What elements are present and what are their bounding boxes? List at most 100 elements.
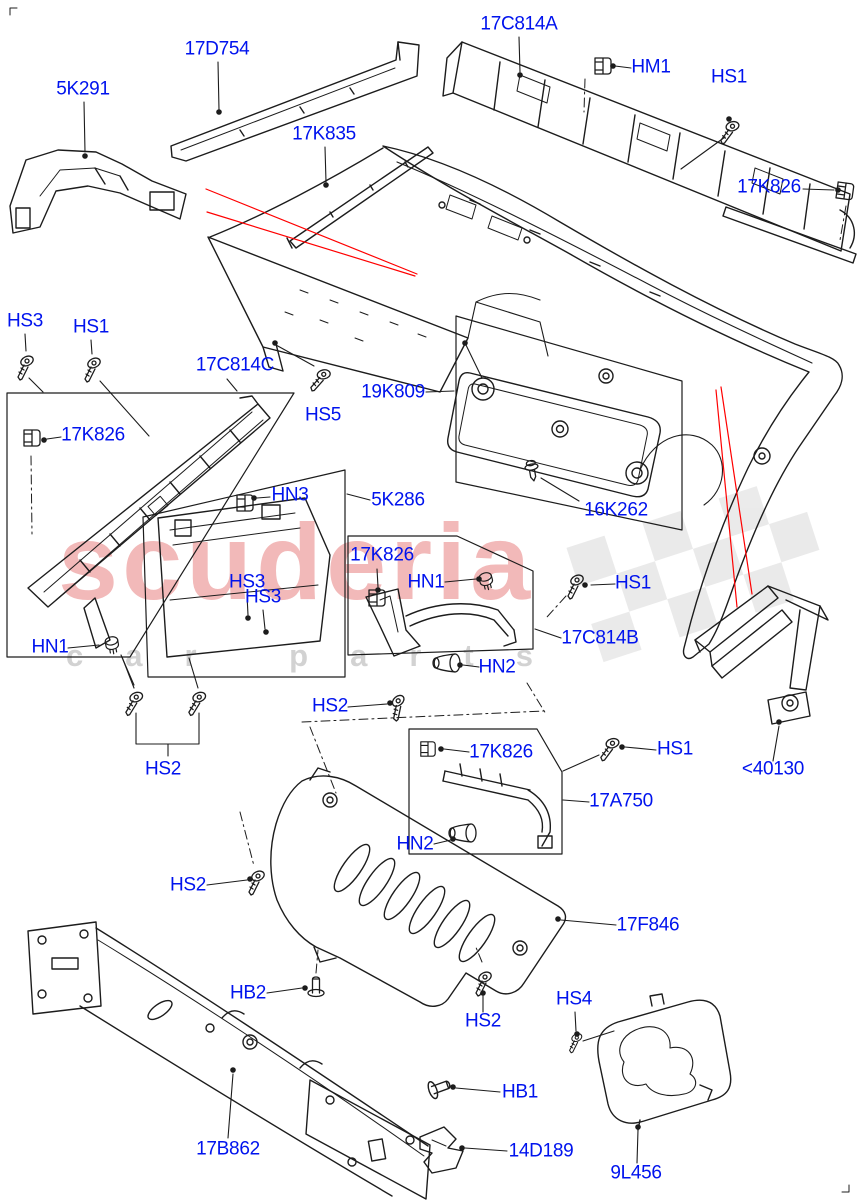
corner-mark-top-left [9, 7, 18, 16]
chain-line [839, 205, 847, 241]
leader-dot [462, 340, 468, 346]
callout-box [408, 728, 563, 855]
leader-dot [272, 340, 278, 346]
leader-line [444, 578, 477, 583]
part-label-HS2[interactable]: HS2 [169, 874, 207, 896]
part-label-HB1[interactable]: HB1 [501, 1081, 539, 1103]
leader-dot [619, 744, 625, 750]
part-bumper-cover [207, 145, 843, 660]
part-label-17K835[interactable]: 17K835 [292, 123, 356, 145]
part-label-HS1[interactable]: HS1 [614, 572, 652, 594]
part-label-17C814C[interactable]: 17C814C [195, 354, 275, 376]
leader-dot [41, 437, 47, 443]
part-label-HN2[interactable]: HN2 [396, 833, 434, 855]
callout-box [455, 315, 683, 531]
part-label-17K826[interactable]: 17K826 [469, 741, 533, 763]
leader-dot [635, 1124, 641, 1130]
leader-line [462, 664, 480, 668]
part-label-17B862[interactable]: 17B862 [196, 1138, 260, 1160]
part-17D754-step-pad [170, 41, 420, 162]
chain-line [546, 595, 567, 618]
part-label-17A750[interactable]: 17A750 [589, 790, 653, 812]
leader-line [455, 1087, 501, 1093]
chain-line [583, 78, 586, 113]
part-label-HN3[interactable]: HN3 [271, 484, 309, 506]
part-14D189-bracket [419, 1126, 464, 1174]
part-label-14D189[interactable]: 14D189 [508, 1140, 574, 1162]
part-label-HS1[interactable]: HS1 [710, 66, 748, 88]
leader-dot [450, 1084, 456, 1090]
part-label-HS1[interactable]: HS1 [72, 316, 110, 338]
part-label-HS2[interactable]: HS2 [311, 695, 349, 717]
leader-line [67, 644, 100, 649]
part-label-HS3[interactable]: HS3 [228, 571, 266, 593]
leader-line [256, 496, 271, 499]
leader-dot [263, 629, 269, 635]
leader-line [518, 36, 521, 73]
red-reference-line [206, 211, 416, 277]
part-label-17F846[interactable]: 17F846 [616, 914, 680, 936]
part-label-HN1[interactable]: HN1 [407, 571, 445, 593]
chain-line [526, 682, 547, 715]
part-label-17D754[interactable]: 17D754 [184, 38, 250, 60]
leader-line [24, 333, 27, 352]
leader-dot [726, 116, 732, 122]
chain-line [239, 811, 255, 867]
leader-line [99, 380, 150, 437]
leader-dot [387, 700, 393, 706]
leader-line [217, 61, 220, 111]
part-label-9L456[interactable]: 9L456 [610, 1162, 662, 1184]
part-label-17K826[interactable]: 17K826 [737, 176, 801, 198]
part-label-17C814A[interactable]: 17C814A [480, 13, 558, 35]
part-label-5K286[interactable]: 5K286 [371, 489, 425, 511]
part-label-HS2[interactable]: HS2 [464, 1010, 502, 1032]
part-label-HS1[interactable]: HS1 [656, 738, 694, 760]
leader-dot [776, 719, 782, 725]
part-label-HB2[interactable]: HB2 [229, 982, 267, 1004]
part-label-HN1[interactable]: HN1 [31, 636, 69, 658]
part-label-40130[interactable]: <40130 [741, 758, 805, 780]
leader-line [324, 146, 327, 183]
part-label-19K809[interactable]: 19K809 [361, 381, 425, 403]
part-17C814B-bracket [365, 588, 517, 657]
red-reference-line [715, 389, 738, 608]
part-label-HS3[interactable]: HS3 [6, 310, 44, 332]
part-label-HS5[interactable]: HS5 [304, 404, 342, 426]
part-label-16K262[interactable]: 16K262 [584, 499, 648, 521]
part-5K286-panel [157, 497, 331, 658]
leader-line [346, 493, 371, 501]
leader-line [90, 339, 93, 355]
leader-line [802, 188, 835, 191]
part-40130-side-support [694, 585, 829, 725]
part-label-HS3[interactable]: HS3 [244, 586, 282, 608]
part-label-17K826[interactable]: 17K826 [350, 544, 414, 566]
part-label-17K826[interactable]: 17K826 [61, 424, 125, 446]
leader-line [562, 799, 590, 803]
leader-line [246, 594, 249, 616]
part-label-5K291[interactable]: 5K291 [56, 78, 110, 100]
red-reference-line [720, 386, 753, 595]
leader-line [680, 136, 726, 170]
leader-dot [216, 109, 222, 115]
part-label-HS4[interactable]: HS4 [555, 988, 593, 1010]
leader-line [376, 568, 379, 588]
chain-line [315, 949, 319, 974]
leader-dot [582, 582, 588, 588]
part-label-HM1[interactable]: HM1 [631, 56, 671, 78]
part-17A750-bracket [442, 763, 553, 849]
part-label-HS2[interactable]: HS2 [144, 758, 182, 780]
leader-line [534, 628, 562, 639]
chain-line [309, 726, 337, 794]
part-5K291-bracket [9, 149, 187, 234]
leader-line [614, 65, 632, 69]
leader-line [560, 919, 617, 926]
part-17F846-skid-plate [270, 767, 567, 1007]
part-17B862-beam [27, 921, 431, 1200]
leader-line [465, 344, 483, 379]
callout-box [347, 535, 534, 656]
part-label-HN2[interactable]: HN2 [478, 656, 516, 678]
part-label-17C814B[interactable]: 17C814B [561, 627, 639, 649]
part-17C814A-absorber [442, 41, 857, 264]
leader-line [28, 377, 44, 393]
